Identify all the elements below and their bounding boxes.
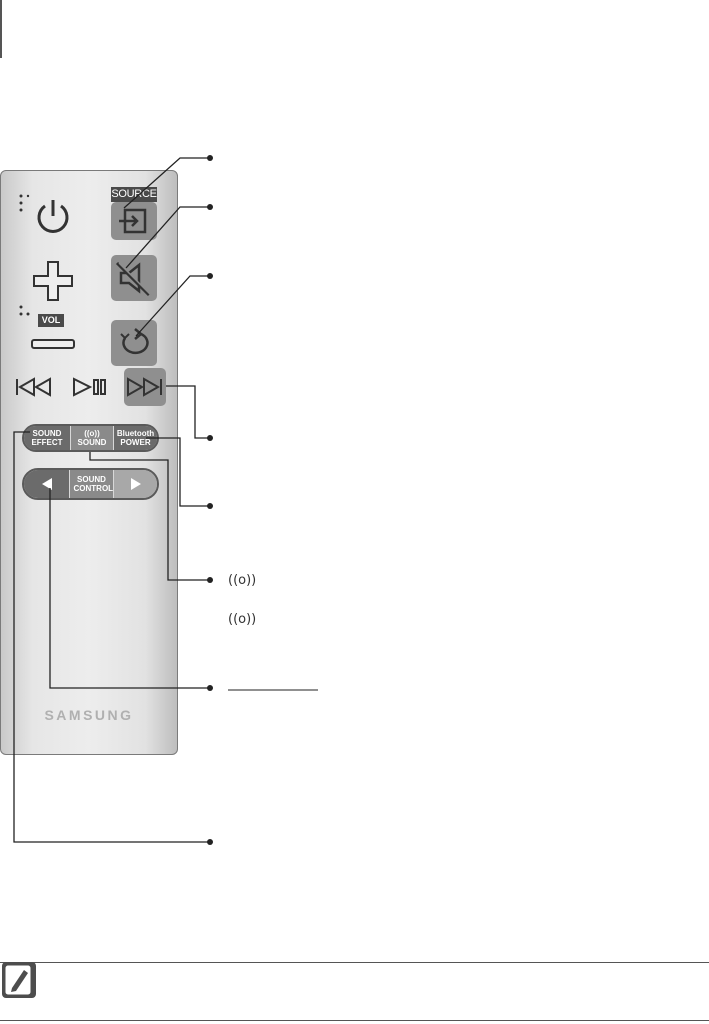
source-label: SOURCE xyxy=(111,187,157,202)
skip-forward-button[interactable] xyxy=(124,368,166,406)
source-button[interactable] xyxy=(111,202,157,240)
volume-up-button[interactable] xyxy=(30,258,76,304)
page-edge-marker xyxy=(0,0,2,58)
brand-logo: SAMSUNG xyxy=(44,707,134,723)
sound-effect-label: SOUND EFFECT xyxy=(31,429,63,447)
volume-up-icon xyxy=(33,261,73,301)
sound-control-label: SOUND CONTROL xyxy=(73,475,114,493)
surround-symbol-1: ((o)) xyxy=(228,573,257,588)
repeat-button[interactable] xyxy=(111,320,157,366)
bottom-rule xyxy=(0,1020,709,1021)
source-icon xyxy=(119,208,147,234)
surround-sound-label: SOUND xyxy=(77,438,107,447)
power-label: POWER xyxy=(120,438,151,447)
power-icon xyxy=(37,200,69,233)
skip-back-icon xyxy=(16,377,51,397)
callout-dot-bluetooth xyxy=(207,503,213,509)
left-arrow-icon xyxy=(41,478,52,490)
callout-dot-source xyxy=(207,155,213,161)
power-button[interactable] xyxy=(33,196,73,236)
right-arrow-icon xyxy=(130,478,141,490)
volume-down-button[interactable] xyxy=(30,337,76,349)
skip-forward-icon xyxy=(127,377,162,397)
sound-effect-button[interactable]: SOUND EFFECT xyxy=(24,426,70,450)
callout-dot-surround xyxy=(207,577,213,583)
surround-symbol-2: ((o)) xyxy=(228,612,257,627)
callout-dot-sound-control xyxy=(207,685,213,691)
skip-back-button[interactable] xyxy=(14,376,56,398)
play-pause-icon xyxy=(73,377,106,397)
play-pause-button[interactable] xyxy=(70,376,112,398)
bluetooth-power-button[interactable]: Bluetooth POWER xyxy=(113,426,157,450)
callout-dot-sound-effect xyxy=(207,839,213,845)
vol-label: VOL xyxy=(38,314,64,327)
callout-dot-mute xyxy=(207,204,213,210)
surround-sound-button[interactable]: ((o)) SOUND xyxy=(70,426,113,450)
repeat-icon xyxy=(120,328,149,355)
mute-icon xyxy=(115,261,152,297)
bluetooth-label: Bluetooth xyxy=(116,429,155,438)
callout-dot-repeat xyxy=(207,273,213,279)
led-dots-top xyxy=(18,193,30,215)
sound-control-button[interactable]: SOUND CONTROL xyxy=(69,470,113,498)
callout-dot-skip xyxy=(207,435,213,441)
led-dots-vol xyxy=(18,304,34,322)
note-icon-box xyxy=(2,962,36,998)
right-arrow-button[interactable] xyxy=(113,470,157,498)
sound-control-row: SOUND CONTROL xyxy=(22,468,159,500)
note-pencil-icon xyxy=(5,965,31,995)
sound-button-row: SOUND EFFECT ((o)) SOUND Bluetooth POWER xyxy=(22,424,159,452)
left-arrow-button[interactable] xyxy=(24,470,69,498)
surround-sound-icon: ((o)) xyxy=(84,429,100,438)
note-top-rule xyxy=(0,962,709,963)
mute-button[interactable] xyxy=(111,255,157,301)
volume-down-icon xyxy=(31,339,75,349)
